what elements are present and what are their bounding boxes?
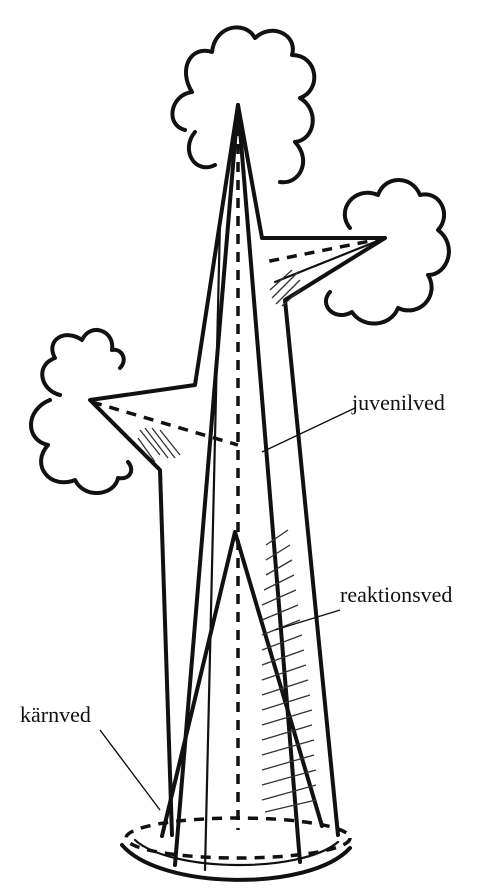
juvenilved-label: juvenilved bbox=[351, 390, 445, 415]
inner-cone-right bbox=[238, 105, 300, 862]
karnved-leader bbox=[100, 730, 160, 810]
left-crown bbox=[31, 330, 131, 493]
right-inner-edge bbox=[205, 222, 220, 870]
reaktionsved-label: reaktionsved bbox=[340, 582, 452, 607]
reaktionsved-leader bbox=[275, 610, 340, 630]
right-branch-lower bbox=[275, 238, 385, 282]
right-crown bbox=[326, 180, 449, 324]
juvenilved-leader bbox=[262, 408, 355, 452]
reaction-wood-hatching bbox=[262, 530, 316, 812]
karnved-label: kärnved bbox=[20, 702, 91, 727]
trunk-base-top bbox=[126, 818, 350, 858]
